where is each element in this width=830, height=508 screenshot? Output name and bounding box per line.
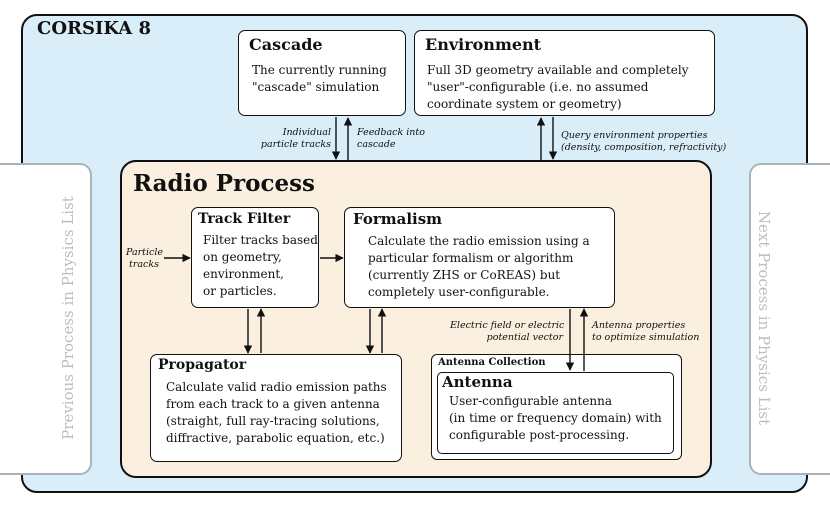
antenna-description: User-configurable antenna (in time or fr… [449, 394, 662, 442]
track-filter-box: Track Filter Filter tracks based on geom… [191, 207, 319, 308]
track-filter-description: Filter tracks based on geometry, environ… [203, 233, 318, 298]
antenna-title: Antenna [442, 373, 513, 391]
antenna-box: Antenna User-configurable antenna (in ti… [437, 372, 674, 454]
label-query-environment: Query environment properties (density, c… [561, 130, 727, 153]
environment-box: Environment Full 3D geometry available a… [414, 30, 715, 116]
next-process-box [749, 163, 830, 475]
cascade-box: Cascade The currently running "cascade" … [238, 30, 406, 116]
propagator-description: Calculate valid radio emission paths fro… [166, 380, 387, 445]
previous-process-box [0, 163, 92, 475]
label-individual-tracks: Individual particle tracks [260, 127, 331, 150]
corsika-label: CORSIKA 8 [37, 18, 152, 39]
propagator-box: Propagator Calculate valid radio emissio… [150, 354, 402, 462]
label-antenna-properties: Antenna properties to optimize simulatio… [592, 320, 700, 343]
cascade-description: The currently running "cascade" simulati… [252, 63, 387, 94]
label-electric-field: Electric field or electric potential vec… [450, 320, 565, 343]
propagator-title: Propagator [158, 357, 247, 373]
formalism-box: Formalism Calculate the radio emission u… [344, 207, 615, 308]
cascade-title: Cascade [249, 35, 323, 54]
radio-process-title: Radio Process [133, 170, 316, 197]
environment-title: Environment [425, 35, 542, 54]
antenna-collection-title: Antenna Collection [438, 357, 546, 368]
formalism-description: Calculate the radio emission using a par… [368, 234, 590, 299]
environment-description: Full 3D geometry available and completel… [427, 63, 689, 111]
label-particle-tracks: Particle tracks [126, 247, 164, 270]
label-feedback: Feedback into cascade [357, 127, 425, 150]
formalism-title: Formalism [353, 210, 443, 228]
antenna-collection-box: Antenna Collection Antenna User-configur… [431, 354, 682, 460]
track-filter-title: Track Filter [198, 211, 291, 227]
